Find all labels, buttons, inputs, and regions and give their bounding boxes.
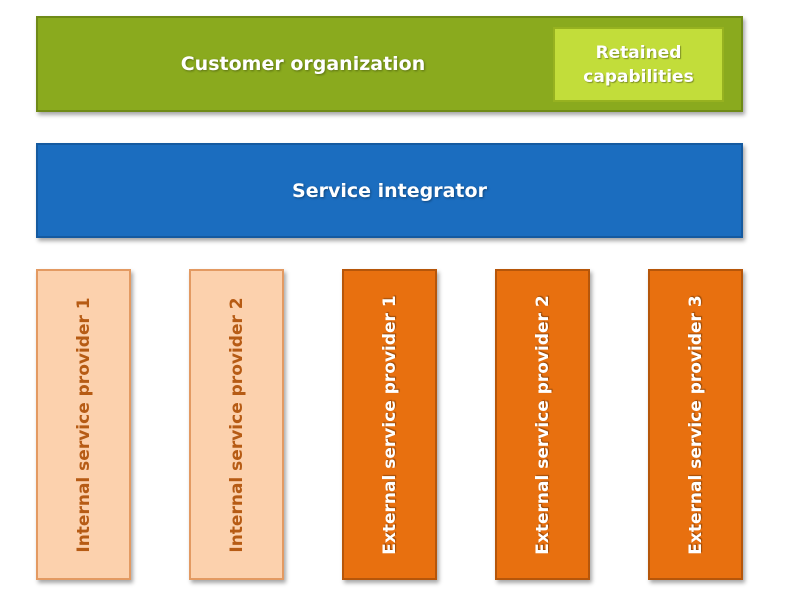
service-integrator-box: Service integrator xyxy=(36,143,743,238)
external-service-provider-3-box: External service provider 3 xyxy=(648,269,743,580)
external-service-provider-1-box: External service provider 1 xyxy=(342,269,437,580)
retained-capabilities-box: Retained capabilities xyxy=(553,27,724,102)
internal-service-provider-1-label: Internal service provider 1 xyxy=(73,296,94,553)
retained-capabilities-label-line1: Retained xyxy=(595,42,682,63)
external-service-provider-2-label: External service provider 2 xyxy=(532,294,553,555)
retained-capabilities-label-line2: capabilities xyxy=(583,66,694,87)
internal-service-provider-1-box: Internal service provider 1 xyxy=(36,269,131,580)
service-integrator-label: Service integrator xyxy=(292,179,487,202)
customer-organization-label: Customer organization xyxy=(180,53,426,75)
external-service-provider-2-box: External service provider 2 xyxy=(495,269,590,580)
external-service-provider-3-label: External service provider 3 xyxy=(685,294,706,555)
internal-service-provider-2-box: Internal service provider 2 xyxy=(189,269,284,580)
internal-service-provider-2-label: Internal service provider 2 xyxy=(226,296,247,553)
customer-organization-box: Customer organization Retained capabilit… xyxy=(36,16,743,112)
external-service-provider-1-label: External service provider 1 xyxy=(379,294,400,555)
